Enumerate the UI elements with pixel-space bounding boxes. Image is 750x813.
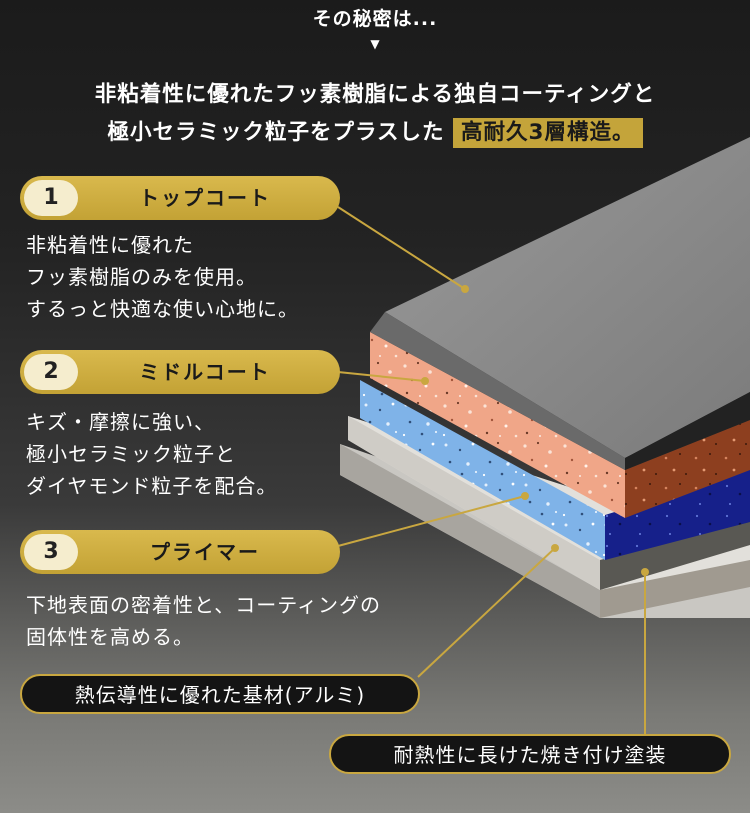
headline-line-1: 非粘着性に優れたフッ素樹脂による独自コーティングと (94, 82, 656, 107)
layer-2-number: 2 (24, 354, 78, 390)
leader-dot-primer (521, 492, 529, 500)
middle-coat-front (370, 332, 625, 518)
intro-text: その秘密は... (312, 8, 438, 30)
headline-highlight: 高耐久3層構造。 (453, 118, 643, 148)
layer-1-description-line: 非粘着性に優れた (26, 233, 194, 257)
down-arrow-icon: ▼ (370, 37, 380, 51)
leader-line-primer (337, 495, 526, 547)
leader-line-base (417, 547, 556, 678)
layer-2-description: キズ・摩擦に強い、 極小セラミック粒子と ダイヤモンド粒子を配合。 (26, 406, 277, 502)
layer-1-description-line: フッ素樹脂のみを使用。 (26, 265, 257, 289)
leader-dot-paint (641, 568, 649, 576)
top-coat-side-edge (625, 392, 750, 470)
headline-line-2: 極小セラミック粒子をプラスした 高耐久3層構造。 (0, 115, 750, 148)
leader-dot-base (551, 544, 559, 552)
leader-dot-middle-coat (421, 377, 429, 385)
layer-3-name: プライマー (150, 540, 260, 564)
middle-coat-side (625, 420, 750, 518)
baked-coating-label: 耐熱性に長けた焼き付け塗装 (329, 734, 731, 774)
layer-1-name: トップコート (139, 186, 271, 210)
leader-line-top-coat (337, 206, 466, 290)
primer-layer-side (605, 470, 750, 560)
layer-1-number: 1 (24, 180, 78, 216)
layer-3-description-line: 下地表面の密着性と、コーティングの (26, 593, 381, 617)
base-side-face (600, 555, 750, 618)
top-coat-surface (385, 137, 750, 458)
base-material-label: 熱伝導性に優れた基材(アルミ) (20, 674, 420, 714)
layer-2-description-line: ダイヤモンド粒子を配合。 (26, 474, 278, 498)
layer-2-description-line: キズ・摩擦に強い、 (26, 410, 215, 434)
base-front-face (340, 444, 600, 618)
layer-2-description-line: 極小セラミック粒子と (26, 442, 236, 466)
layer-1-description-line: するっと快適な使い心地に。 (26, 297, 299, 321)
layer-1-description: 非粘着性に優れた フッ素樹脂のみを使用。 するっと快適な使い心地に。 (26, 229, 299, 325)
primer-layer-front (360, 380, 605, 560)
paint-layer-front (348, 416, 600, 590)
top-coat-front-edge (370, 312, 625, 470)
leader-line-middle-coat (337, 371, 426, 382)
layer-3-badge: 3 プライマー (20, 530, 340, 574)
leader-dot-top-coat (461, 285, 469, 293)
paint-layer-side (600, 522, 750, 590)
layer-2-badge: 2 ミドルコート (20, 350, 340, 394)
layer-3-number: 3 (24, 534, 78, 570)
layer-3-description-line: 固体性を高める。 (26, 625, 194, 649)
layer-3-description: 下地表面の密着性と、コーティングの 固体性を高める。 (26, 589, 381, 653)
headline-line-2-prefix: 極小セラミック粒子をプラスした (107, 120, 445, 145)
layer-1-badge: 1 トップコート (20, 176, 340, 220)
layer-2-name: ミドルコート (139, 360, 271, 384)
